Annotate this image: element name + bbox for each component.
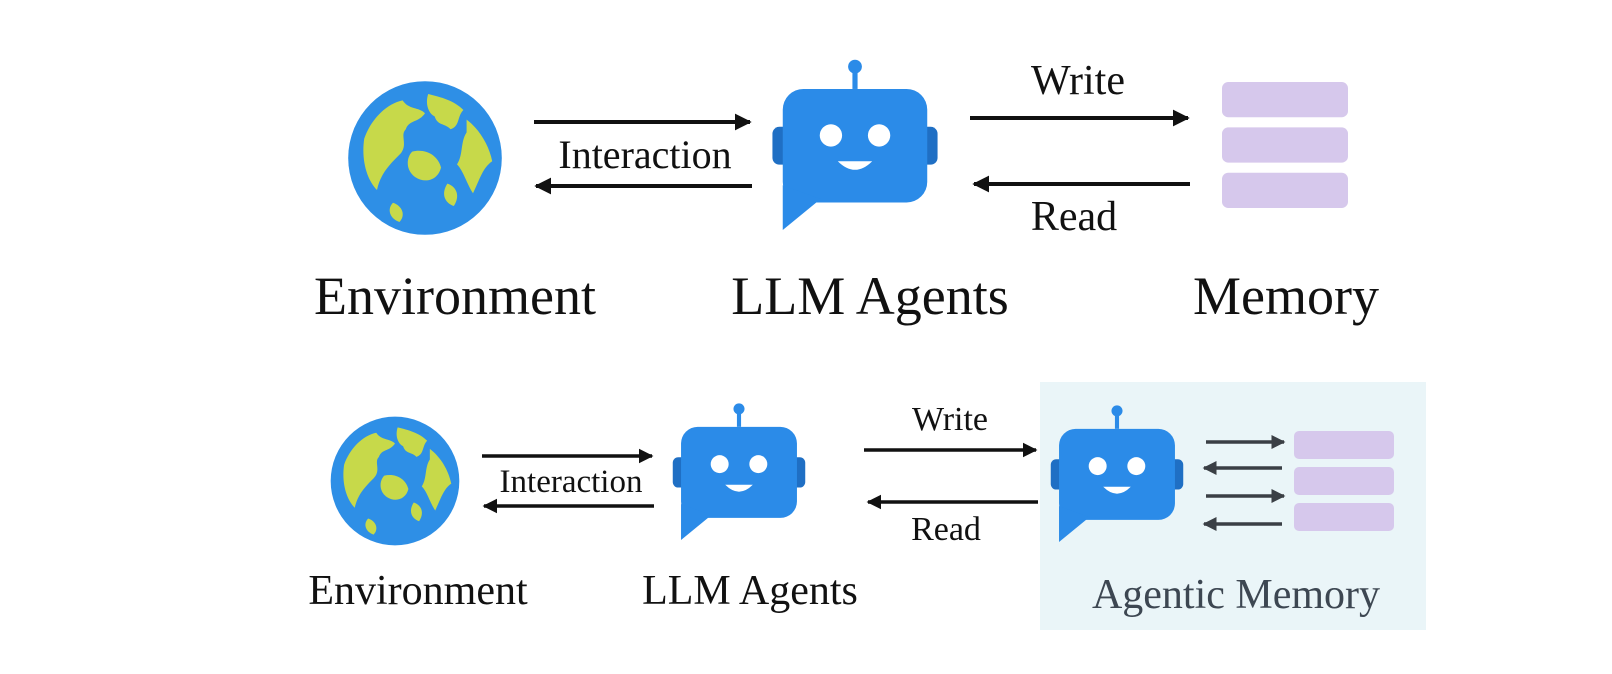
- globe-icon: [348, 81, 502, 235]
- top-row: Interaction Write Read Environment LLM A…: [314, 58, 1379, 326]
- environment-label: Environment: [314, 266, 596, 326]
- bottom-row: Interaction Write Read Environment LLM A…: [308, 382, 1426, 630]
- write-label: Write: [1031, 58, 1125, 104]
- robot-chat-icon: [772, 59, 938, 230]
- llm-agents-label: LLM Agents: [642, 568, 858, 614]
- globe-icon: [330, 416, 460, 546]
- memory-stack-icon: [1294, 431, 1394, 531]
- memory-stack-icon: [1222, 82, 1348, 208]
- llm-agents-label: LLM Agents: [731, 266, 1009, 326]
- read-label: Read: [1031, 194, 1117, 240]
- memory-label: Memory: [1193, 266, 1379, 326]
- environment-label: Environment: [308, 568, 528, 614]
- interaction-label: Interaction: [558, 132, 731, 177]
- interaction-label: Interaction: [500, 464, 643, 500]
- agentic-memory-label: Agentic Memory: [1092, 572, 1380, 618]
- robot-chat-icon: [672, 403, 806, 540]
- read-label: Read: [911, 511, 981, 548]
- write-label: Write: [912, 401, 988, 438]
